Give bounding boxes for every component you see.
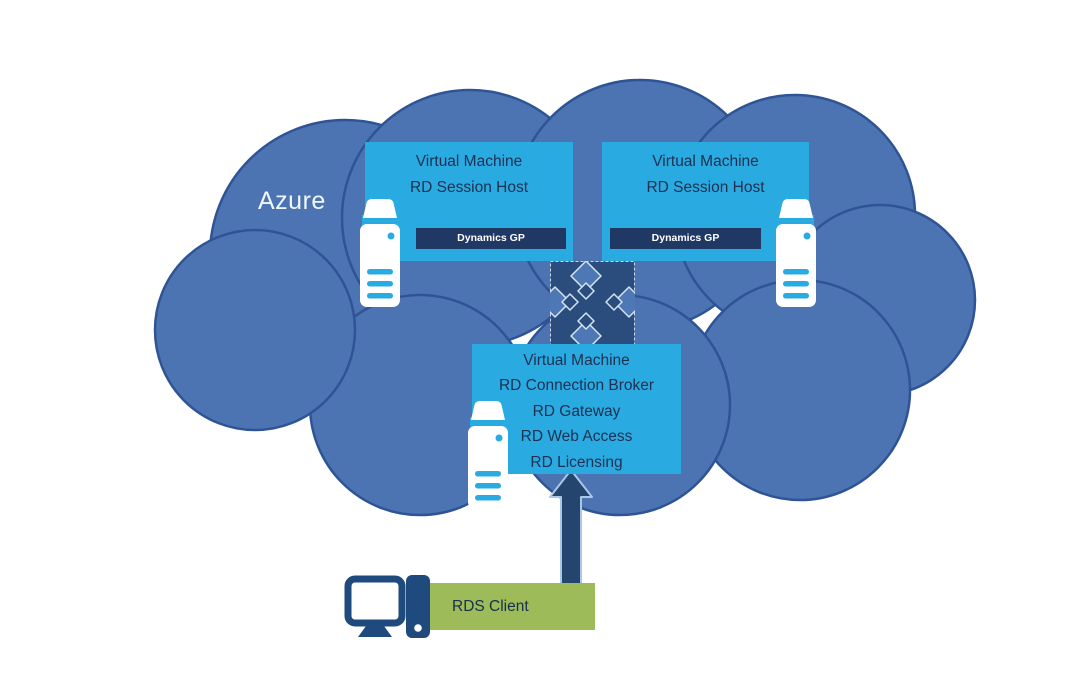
desktop-computer-icon (344, 575, 430, 638)
vm-title-line: Virtual Machine (415, 153, 523, 170)
tower-icon (406, 575, 430, 638)
broker-line: RD Web Access (520, 428, 633, 446)
broker-line: RD Licensing (530, 453, 623, 471)
up-arrow-icon (549, 469, 593, 587)
arrow-notch (577, 282, 595, 300)
arrow-diamond-down (570, 320, 602, 348)
vm-title-line: Virtual Machine (652, 153, 759, 170)
broker-line: RD Gateway (532, 402, 621, 420)
vm-role-line: RD Session Host (409, 179, 528, 196)
arrow-notch (577, 312, 595, 330)
broker-line: RD Connection Broker (498, 377, 655, 395)
cloud-bump (153, 228, 357, 432)
dynamics-gp-bar-left: Dynamics GP (416, 228, 566, 249)
session-host-box-right: Virtual Machine RD Session Host (602, 142, 809, 261)
server-icon-right (776, 199, 816, 307)
arrow-diamond-right (613, 286, 635, 318)
server-icon-left (360, 199, 400, 307)
server-icon-broker (468, 401, 508, 509)
arrow-notch (605, 293, 623, 311)
azure-label: Azure (258, 187, 326, 215)
arrow-notch (561, 293, 579, 311)
rds-client-box: RDS Client (428, 583, 595, 630)
broker-line: Virtual Machine (523, 352, 630, 369)
monitor-icon (344, 575, 406, 627)
arrow-diamond-left (550, 286, 571, 318)
distribution-arrows-icon (550, 261, 635, 348)
tower-power-dot (414, 624, 422, 632)
vm-role-line: RD Session Host (646, 179, 765, 196)
dynamics-gp-bar-right: Dynamics GP (610, 228, 761, 249)
monitor-stand (358, 626, 392, 637)
